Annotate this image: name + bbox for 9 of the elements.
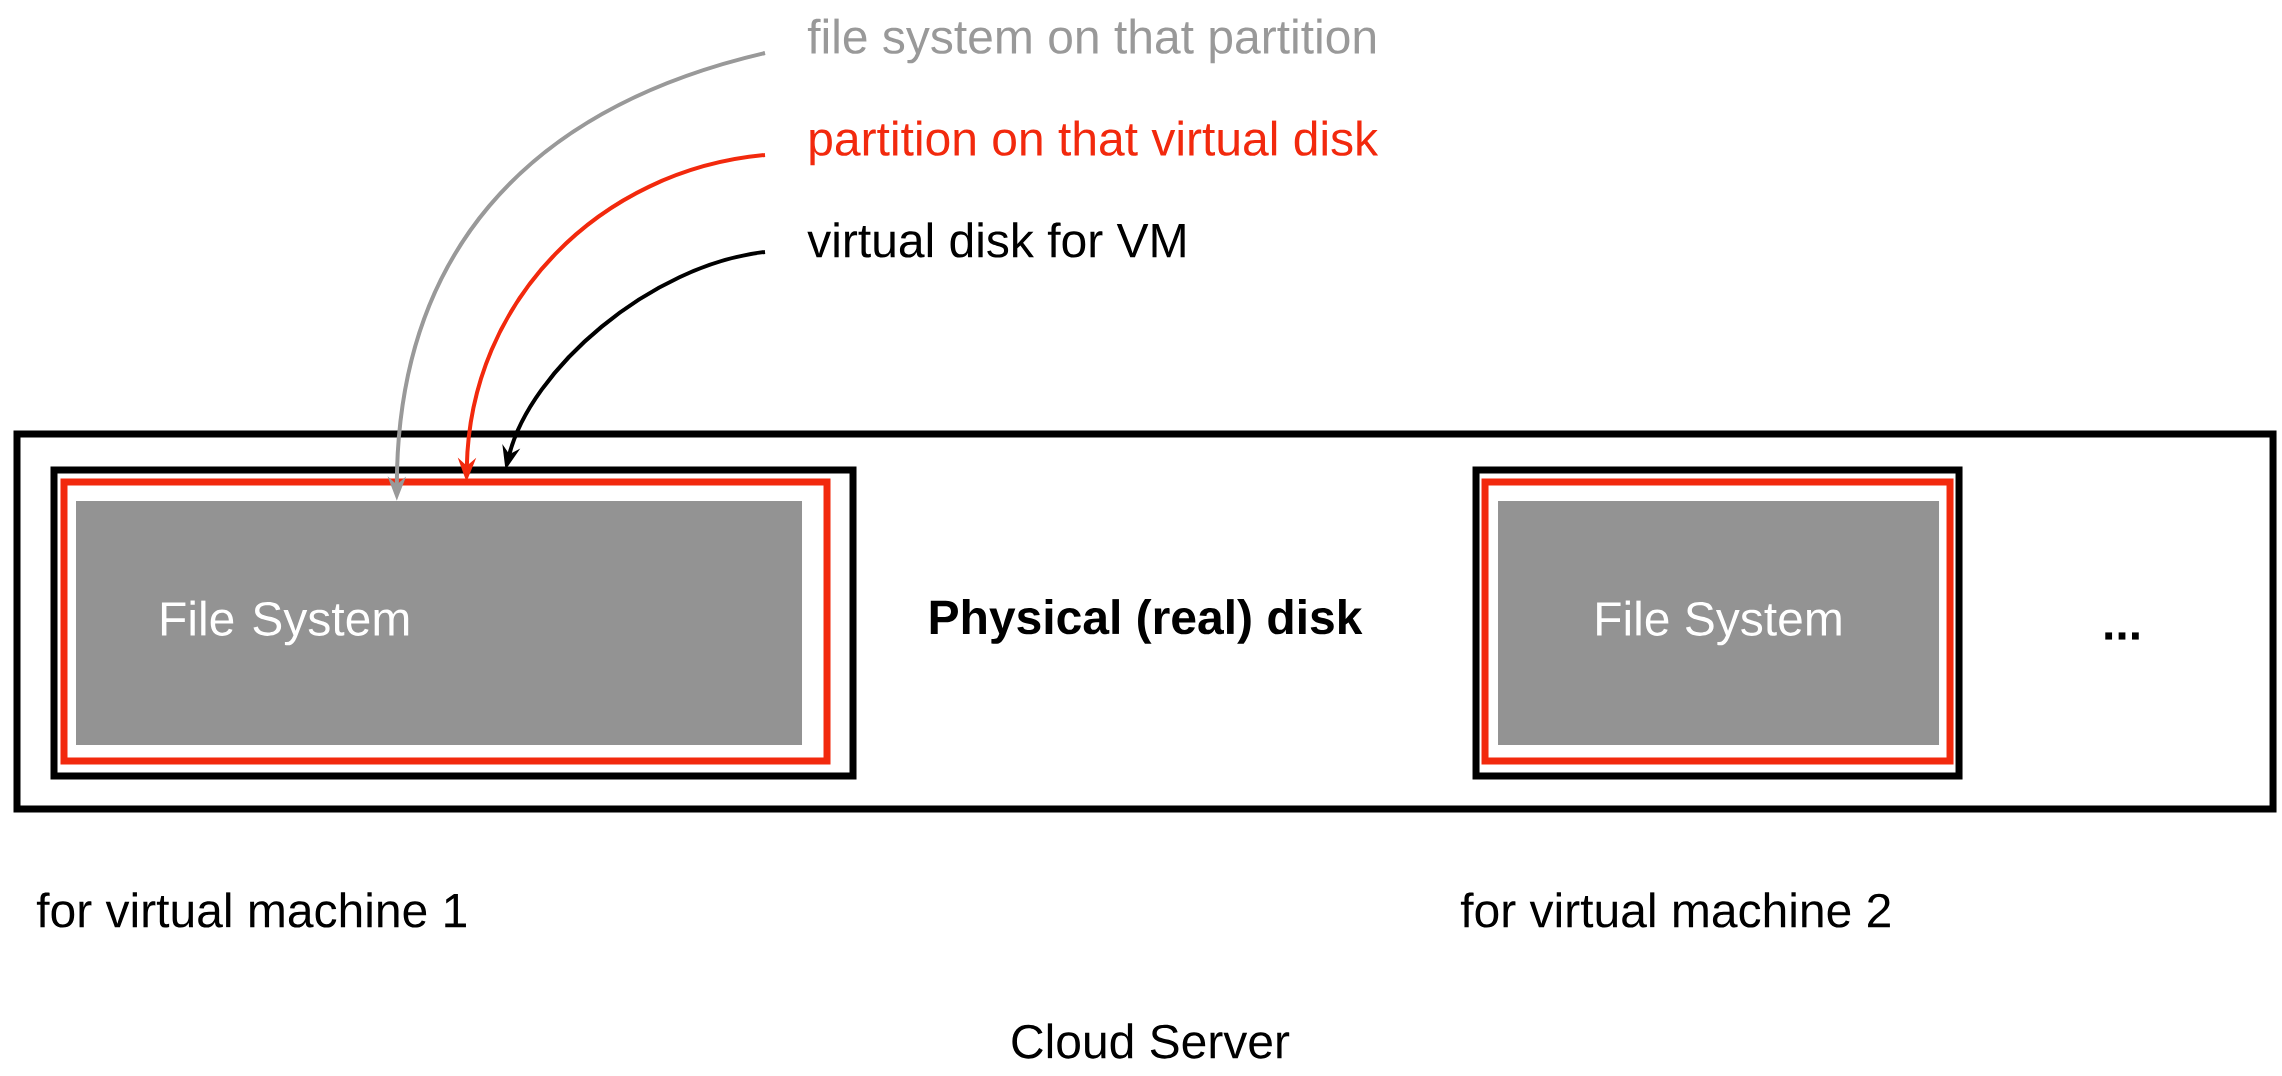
node-label: for virtual machine 1	[36, 892, 466, 928]
file-system-box: File System	[1498, 501, 1940, 745]
label: ...	[2105, 632, 2139, 640]
label: Cloud Server	[1012, 1023, 1290, 1059]
node-label: for virtual machine 2	[1460, 892, 1890, 928]
callout-text: virtual disk for VM	[807, 222, 1185, 258]
callout-text: file system on that partition	[807, 18, 1375, 64]
callout-text: partition on that virtual disk	[810, 120, 1379, 166]
file-system-box: File System	[76, 501, 802, 745]
